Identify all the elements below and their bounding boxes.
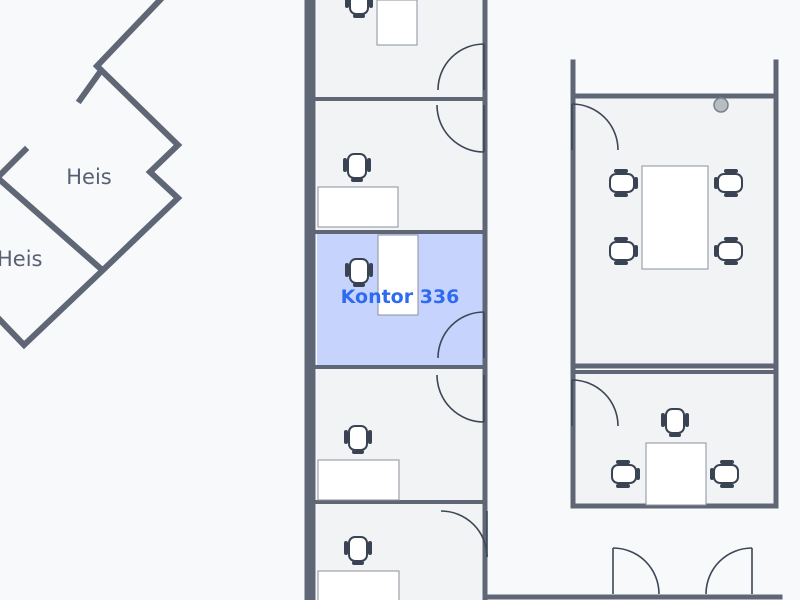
desk [317, 186, 399, 228]
elevator-label-2: Heis [0, 247, 43, 271]
door-icon [571, 379, 619, 427]
walls [0, 0, 783, 600]
selected-room-label[interactable]: Kontor 336 [341, 286, 460, 308]
meeting-table [645, 442, 707, 506]
elevator-label-1: Heis [66, 165, 112, 189]
desk [376, 0, 418, 46]
desk [377, 234, 419, 316]
doors [436, 43, 753, 595]
door-icon [436, 104, 485, 153]
desks [317, 0, 709, 600]
door-icon [612, 547, 660, 595]
desk [317, 459, 400, 501]
sensor-icon [713, 97, 729, 113]
door-icon [437, 43, 485, 91]
door-icon [705, 547, 753, 595]
door-icon [571, 103, 619, 151]
door-icon [440, 510, 488, 558]
meeting-table [641, 165, 709, 270]
door-icon [436, 374, 485, 423]
door-icon [437, 311, 485, 359]
desk [317, 570, 400, 600]
